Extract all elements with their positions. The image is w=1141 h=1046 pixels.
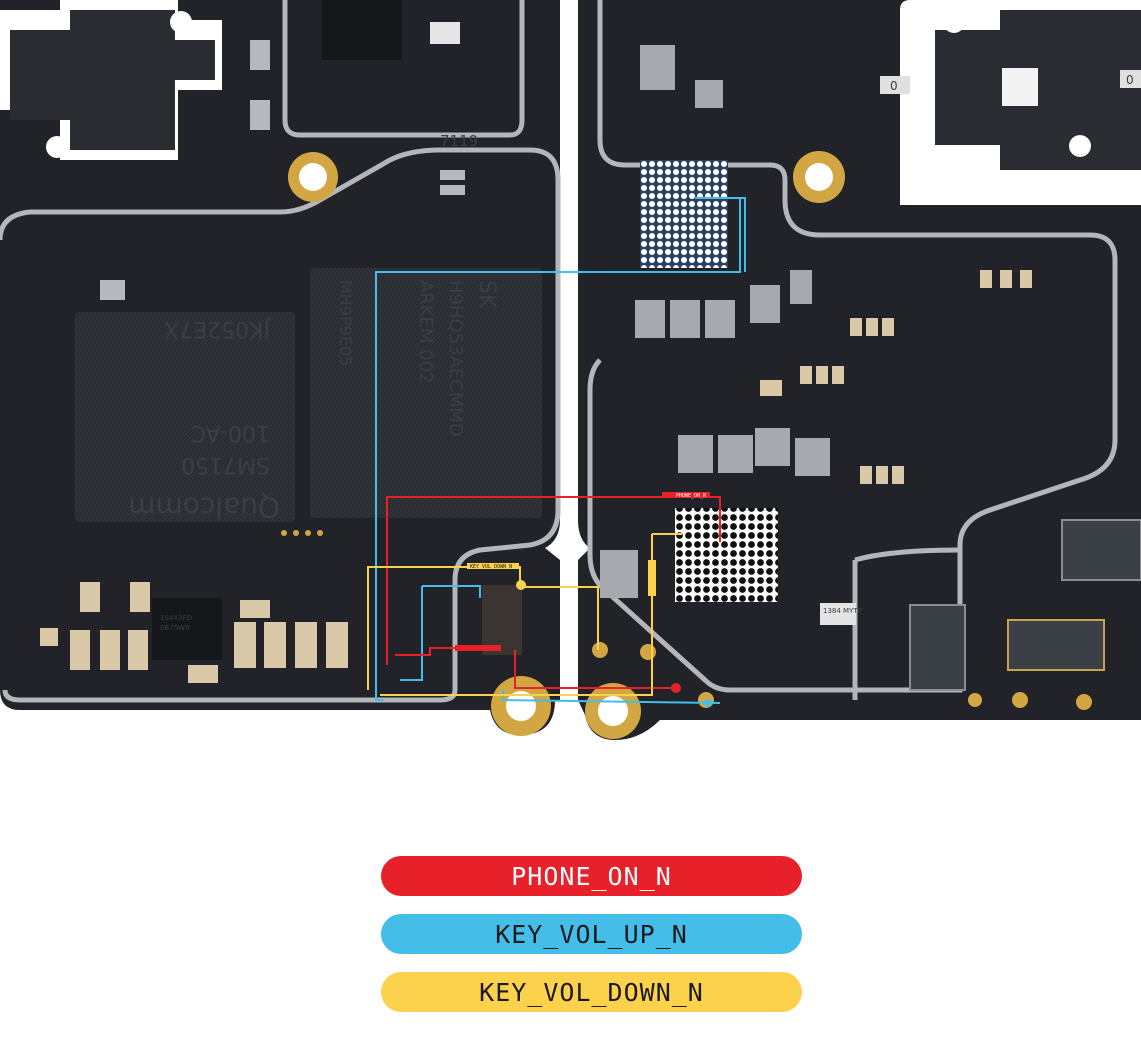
bga-pad-array-bottom bbox=[675, 508, 778, 602]
trace-key-vol-up bbox=[375, 197, 746, 707]
soc-chip bbox=[75, 312, 295, 522]
legend-key-vol-up-label: KEY_VOL_UP_N bbox=[495, 919, 688, 949]
legend-phone-on: PHONE_ON_N bbox=[381, 856, 802, 896]
left-board: 7119 Qualcomm SM7150 100-AC JK052E7X SK … bbox=[0, 0, 561, 736]
bga-pad-array-top bbox=[640, 160, 728, 268]
memory-chip bbox=[310, 268, 542, 518]
small-ic-label: 1384 MYTP bbox=[823, 607, 862, 615]
soc-model-label: SM7150 bbox=[181, 452, 270, 477]
memory-part-label: H9HQ53AECMMD bbox=[445, 280, 466, 437]
small-ic bbox=[820, 603, 856, 625]
board-connector-left bbox=[909, 604, 966, 691]
soc-revision-label: 100-AC bbox=[191, 420, 270, 445]
soc-lot-label: JK052E7X bbox=[164, 316, 272, 341]
legend-key-vol-up: KEY_VOL_UP_N bbox=[381, 914, 802, 954]
board-connector-edge bbox=[1061, 519, 1141, 581]
flash-led bbox=[1002, 68, 1038, 106]
trace-phone-on: PHONE_ON_N bbox=[386, 492, 721, 693]
pcb-board-diagram: 7119 Qualcomm SM7150 100-AC JK052E7X SK … bbox=[0, 0, 1141, 740]
pmic-chip bbox=[152, 598, 222, 660]
side-key-connector bbox=[482, 585, 522, 655]
board-code: 7119 bbox=[440, 132, 478, 150]
pmic-label-2: 0B75W9 bbox=[160, 624, 190, 632]
pmic-label-1: 1S4X3FD bbox=[160, 614, 192, 622]
memory-code-label: MH9P9E05 bbox=[336, 280, 355, 366]
legend-key-vol-down: KEY_VOL_DOWN_N bbox=[381, 972, 802, 1012]
board-connector-right bbox=[1007, 619, 1105, 671]
phone-on-trace-label: PHONE_ON_N bbox=[676, 493, 706, 499]
trace-key-vol-down: KEY_VOL_DOWN_N bbox=[367, 533, 682, 696]
memory-brand-label: SK bbox=[474, 280, 499, 309]
legend-key-vol-down-label: KEY_VOL_DOWN_N bbox=[479, 977, 704, 1007]
vol-down-trace-label: KEY_VOL_DOWN_N bbox=[470, 564, 512, 570]
memory-batch-label: ARKEM 002 bbox=[415, 280, 436, 384]
soc-brand-label: Qualcomm bbox=[128, 491, 280, 524]
right-board: 0 0 bbox=[578, 0, 1141, 740]
pad-label-left: 0 bbox=[890, 79, 898, 93]
legend-phone-on-label: PHONE_ON_N bbox=[511, 861, 672, 891]
pad-label-right: 0 bbox=[1126, 73, 1134, 87]
